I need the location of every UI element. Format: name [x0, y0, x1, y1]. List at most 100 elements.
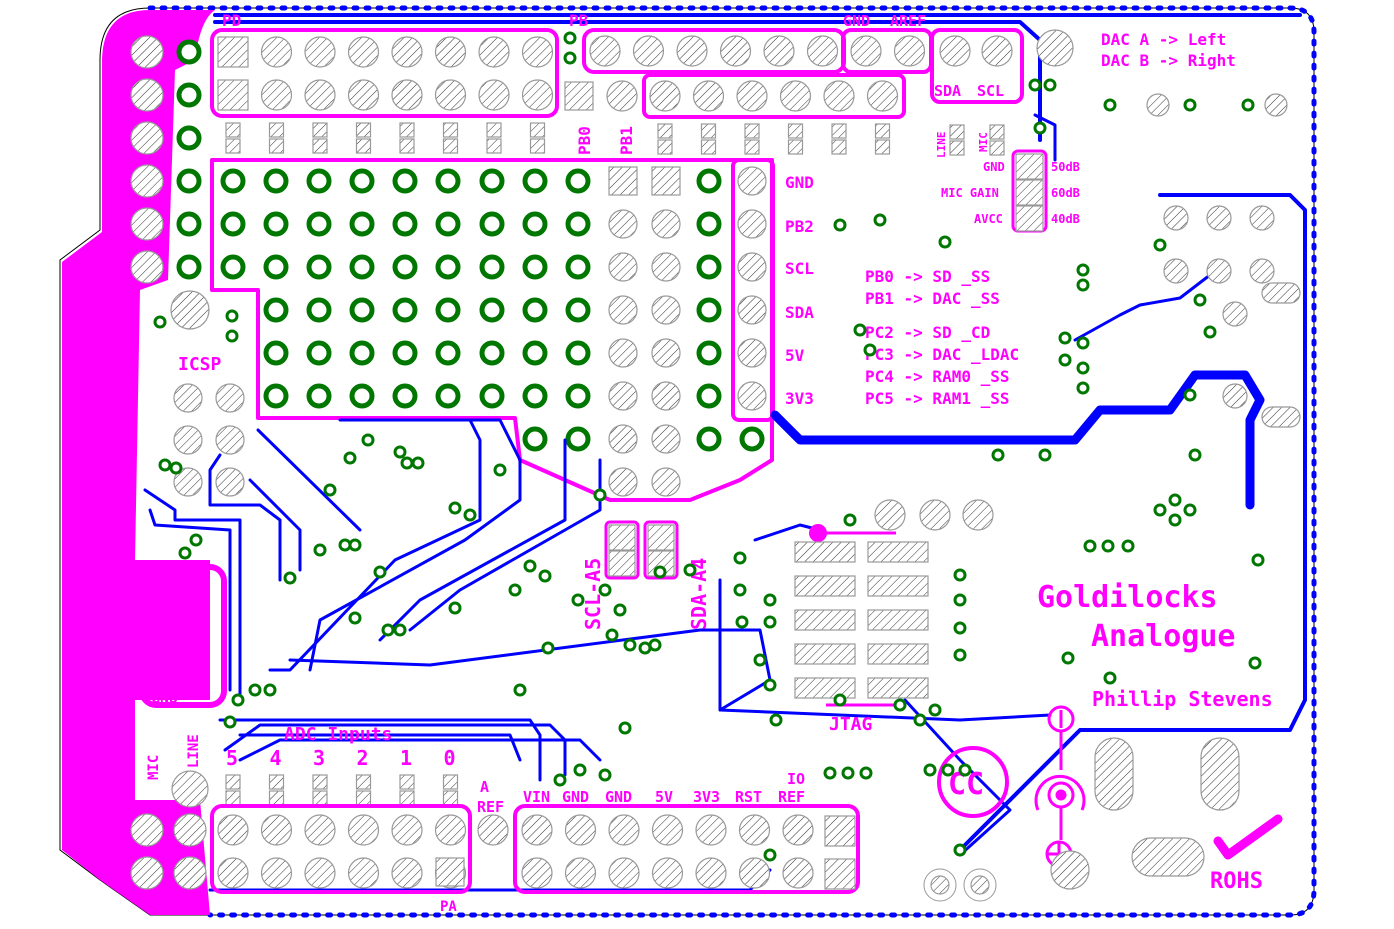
pb-pin	[692, 80, 725, 112]
via	[541, 641, 555, 655]
via	[605, 628, 619, 642]
pa-pin	[217, 857, 249, 889]
via	[411, 456, 425, 470]
proto-hole	[349, 254, 375, 280]
via	[563, 31, 577, 45]
power-pin	[738, 857, 771, 889]
adc-resistor-pad	[312, 790, 328, 806]
power-pin	[521, 814, 553, 846]
adc-resistor-pad	[399, 790, 415, 806]
pb-pin	[866, 80, 899, 112]
power-pin	[782, 857, 814, 889]
pa-pin	[434, 814, 467, 846]
audio-label-dac-b: DAC B	[151, 667, 196, 685]
scl-label: SCL	[977, 82, 1004, 100]
via	[953, 843, 967, 857]
via	[613, 603, 627, 617]
i2c-pin	[939, 35, 971, 67]
pb-pin	[632, 35, 665, 67]
via	[1153, 238, 1167, 252]
proto-hole	[392, 211, 418, 237]
via	[1043, 78, 1057, 92]
aref-bottom-label: REF	[477, 798, 504, 816]
gain-40db: 40dB	[1051, 212, 1080, 226]
power-pin-label: 5V	[655, 788, 673, 806]
proto-hole	[522, 168, 548, 194]
adc-channel-label: 3	[313, 746, 325, 770]
proto-hole	[349, 211, 375, 237]
proto-hole	[263, 211, 289, 237]
via	[1248, 656, 1262, 670]
mic-gain-gnd: GND	[983, 160, 1005, 174]
pb-pin	[779, 80, 812, 112]
aref-label: AREF	[890, 12, 926, 30]
spi-pad	[608, 381, 638, 411]
right-header-pin	[737, 166, 767, 196]
jtag-pad	[794, 575, 856, 597]
adc-resistor-pad	[399, 774, 415, 790]
mic-gain-avcc: AVCC	[974, 212, 1003, 226]
top-bus-traces	[213, 13, 1302, 142]
sda-label: SDA	[934, 82, 961, 100]
proto-hole	[522, 211, 548, 237]
spi-pad	[651, 467, 681, 497]
pb-resistor-pad	[657, 123, 673, 139]
proto-hole	[565, 340, 591, 366]
jtag-pad	[867, 541, 929, 563]
spi-pad	[608, 209, 638, 239]
spi-pad	[651, 209, 681, 239]
jtag-pad	[794, 643, 856, 665]
pd-pin	[391, 36, 423, 68]
proto-hole	[435, 340, 461, 366]
spi-pad	[608, 295, 638, 325]
proto-hole	[479, 340, 505, 366]
pb-pin	[719, 35, 752, 67]
mic-gain-label: MIC GAIN	[941, 186, 999, 200]
via	[1103, 98, 1117, 112]
via	[225, 309, 239, 323]
via	[941, 763, 955, 777]
mic-gain-jumper[interactable]	[1011, 149, 1048, 233]
via	[1188, 448, 1202, 462]
dc-jack-pads	[1094, 737, 1240, 877]
i2c-pin	[981, 35, 1013, 67]
via	[1076, 336, 1090, 350]
pa-pin	[304, 857, 336, 889]
pin-mapping-notes: PB0 -> SD _SS PB1 -> DAC _SS PC2 -> SD _…	[865, 267, 1019, 408]
via	[1193, 293, 1207, 307]
audio-label-tx1: TX1	[151, 601, 178, 619]
right-header-pin	[737, 338, 767, 368]
mic-label-top: MIC	[977, 132, 990, 152]
spi-pad	[608, 338, 638, 368]
proto-hole	[306, 211, 332, 237]
proto-hole	[522, 340, 548, 366]
adc-resistor-pad	[268, 774, 285, 790]
via	[225, 329, 239, 343]
proto-hole	[565, 383, 591, 409]
pb-pin	[589, 35, 621, 67]
i2c-jumpers[interactable]	[604, 520, 679, 580]
spi-pad	[651, 252, 681, 282]
via	[763, 848, 777, 862]
via	[953, 568, 967, 582]
pd-resistor-pad	[529, 138, 546, 154]
via	[843, 513, 857, 527]
pb0-label: PB0	[575, 126, 594, 155]
board-outline	[59, 5, 1317, 918]
power-pin	[695, 857, 727, 889]
proto-hole	[306, 297, 332, 323]
right-header-pin	[737, 295, 767, 325]
proto-hole	[565, 211, 591, 237]
pb-resistor-pad	[787, 123, 804, 139]
pd-resistor-pad	[399, 122, 415, 138]
pb-label: PB	[569, 11, 589, 30]
via	[283, 571, 297, 585]
proto-hole	[349, 340, 375, 366]
pb-pin	[736, 80, 768, 112]
proto-hole	[349, 168, 375, 194]
left-edge-pads	[130, 35, 210, 330]
via	[953, 593, 967, 607]
proto-hole	[220, 254, 246, 280]
power-pin	[782, 814, 814, 846]
